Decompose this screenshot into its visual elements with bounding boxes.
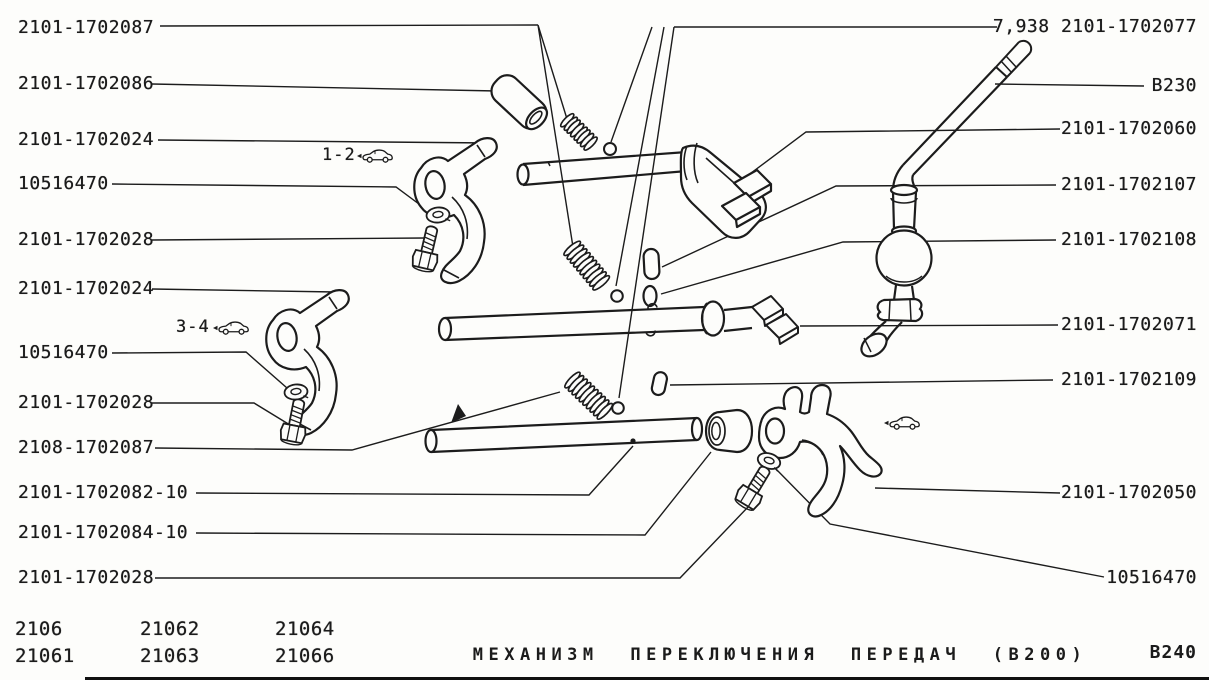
part-label-right-3: 2101-1702060 [1060, 118, 1197, 139]
shift-fork-3-4 [265, 289, 350, 437]
rod-bushing [704, 408, 754, 454]
interlock-pin-lower [650, 371, 669, 397]
part-label-left-11: 2101-1702084-10 [18, 522, 189, 543]
detent-ball-1 [603, 142, 617, 156]
part-label-left-2: 2101-1702086 [18, 73, 155, 94]
part-label-left-1: 2101-1702087 [18, 17, 155, 38]
part-label-left-6: 2101-1702024 [18, 278, 155, 299]
gear-range-label-34: 3-4 [176, 317, 210, 337]
model-number: 21063 [140, 645, 200, 667]
part-label-left-8: 2101-1702028 [18, 392, 155, 413]
model-number: 21061 [15, 645, 75, 667]
part-label-right-4: 2101-1702107 [1060, 174, 1197, 195]
part-label-right-6: 2101-1702071 [1060, 314, 1197, 335]
guide-bushing [490, 74, 549, 131]
gear-range-label-12: 1-2 [322, 145, 356, 165]
detent-spring-upper [559, 112, 598, 151]
part-label-left-4: 10516470 [18, 173, 109, 194]
part-label-right-8: 2101-1702050 [1060, 482, 1197, 503]
car-icon-right [883, 416, 920, 430]
car-icon-range-12 [356, 149, 393, 163]
part-label-left-10: 2101-1702082-10 [18, 482, 189, 503]
part-label-left-7: 10516470 [18, 342, 109, 363]
part-label-right-1: 7,938 2101-1702077 [992, 16, 1197, 37]
car-icon-range-34 [212, 321, 249, 335]
part-label-left-3: 2101-1702024 [18, 129, 155, 150]
selector-head [679, 142, 773, 239]
part-label-right-7: 2101-1702109 [1060, 369, 1197, 390]
sheet-code: В240 [1149, 642, 1197, 663]
detent-ball-3 [611, 401, 625, 415]
model-number: 21062 [140, 618, 200, 640]
part-label-right-5: 2101-1702108 [1060, 229, 1197, 250]
model-number: 2106 [15, 618, 63, 640]
leader-lines [111, 24, 1145, 579]
reverse-fork [757, 383, 883, 518]
interlock-pin-small [642, 284, 658, 308]
part-label-right-2: В230 [1151, 75, 1197, 96]
model-number: 21064 [275, 618, 335, 640]
model-number: 21066 [275, 645, 335, 667]
interlock-pin-tall [642, 247, 661, 281]
fork-bolt-1 [409, 222, 446, 275]
figure-caption: МЕХАНИЗМ ПЕРЕКЛЮЧЕНИЯ ПЕРЕДАЧ (В200) [472, 645, 1088, 665]
shift-rod-top [516, 150, 688, 187]
shift-rod-middle-jaw [751, 295, 799, 345]
part-label-left-12: 2101-1702028 [18, 567, 155, 588]
detent-spring-lower [563, 371, 614, 420]
bottom-rule [85, 677, 1209, 680]
detent-ball-2 [610, 289, 624, 303]
part-label-right-9: 10516470 [1106, 567, 1197, 588]
part-label-left-9: 2108-1702087 [18, 437, 155, 458]
part-label-left-5: 2101-1702028 [18, 229, 155, 250]
gear-lever [860, 39, 1033, 358]
direction-arrow [451, 404, 466, 423]
shift-rod-middle [437, 300, 753, 342]
lock-washer-2 [282, 382, 310, 402]
detent-spring-middle [563, 240, 611, 291]
shift-rod-bottom [424, 416, 704, 454]
